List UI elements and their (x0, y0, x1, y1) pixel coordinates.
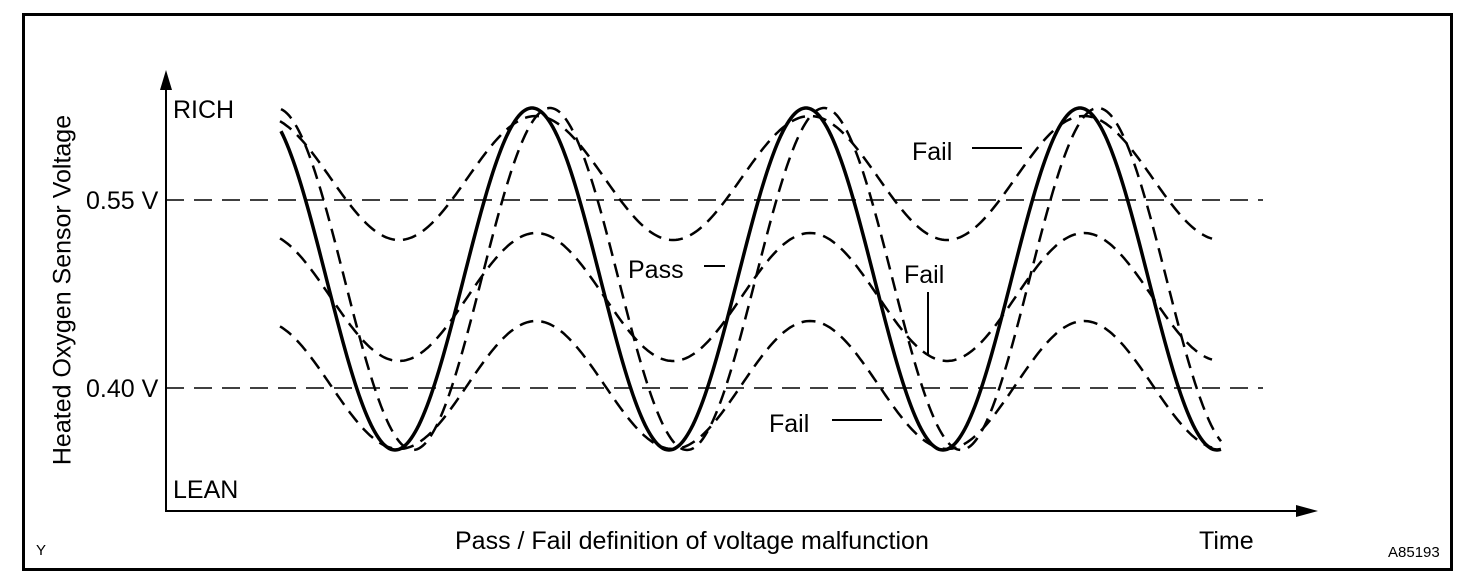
fail-low-band-wave (279, 319, 1213, 451)
fail-top-label: Fail (912, 138, 953, 166)
caption: Pass / Fail definition of voltage malfun… (455, 527, 929, 555)
threshold-low-label: 0.40 V (86, 375, 159, 403)
pass-label: Pass (628, 256, 684, 284)
fail-shifted-wave (280, 106, 1223, 452)
fail-bottom-label: Fail (769, 410, 810, 438)
y-axis-arrow (160, 70, 172, 90)
y-axis-label: Heated Oxygen Sensor Voltage (48, 114, 77, 466)
diagram-border (22, 13, 1453, 571)
lean-label: LEAN (173, 476, 239, 504)
x-axis-arrow (1296, 505, 1318, 517)
figure-code: A85193 (1388, 544, 1440, 561)
rich-label: RICH (173, 96, 235, 124)
sensor-signal-wave (279, 106, 1222, 452)
fail-middle-label: Fail (904, 261, 945, 289)
fail-middle-band-wave (279, 231, 1213, 363)
x-axis-label: Time (1199, 527, 1254, 555)
corner-mark: Y (36, 542, 47, 559)
threshold-high-label: 0.55 V (86, 187, 159, 215)
